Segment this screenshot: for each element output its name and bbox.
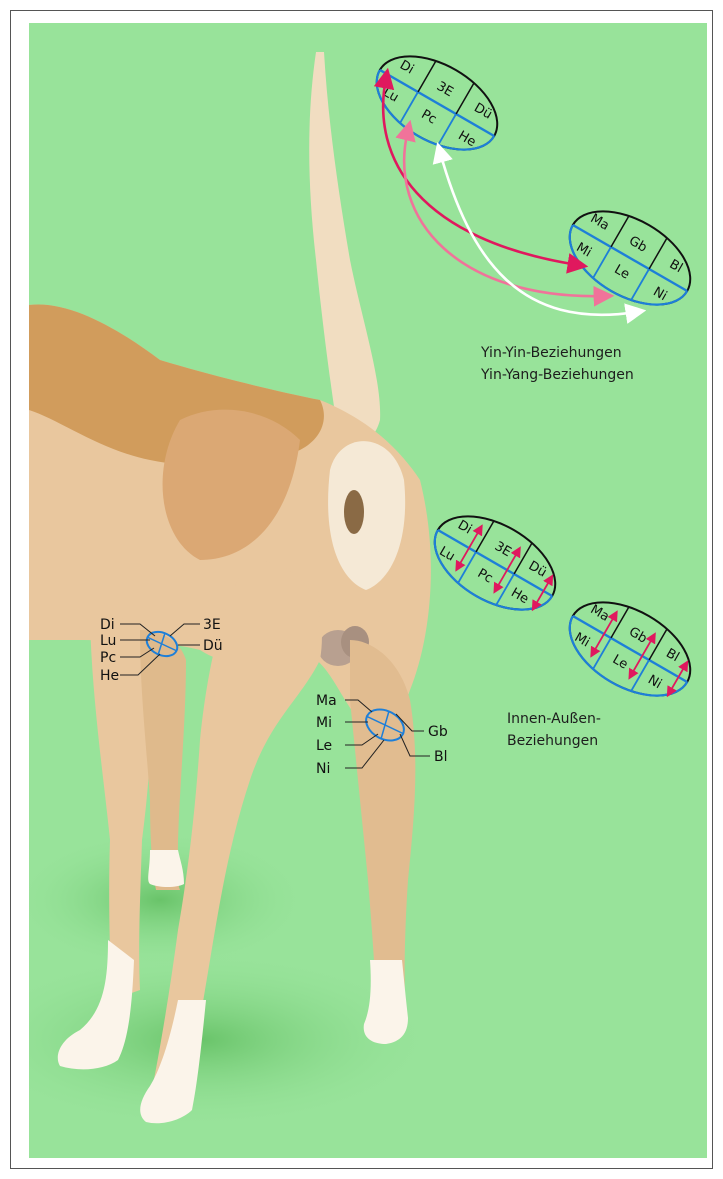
caption-innen-aussen-line1: Innen-Außen- <box>507 709 601 729</box>
label-gb: Gb <box>428 724 448 740</box>
top-oval1-3e: 3E <box>434 79 456 100</box>
top-oval2-ma: Ma <box>588 211 612 234</box>
mid-oval2-bl: Bl <box>663 646 681 665</box>
top-oval1-pc: Pc <box>419 107 439 127</box>
label-di: Di <box>100 617 115 633</box>
caption-yin-yin: Yin-Yin-Beziehungen <box>481 343 622 363</box>
top-oval2-ni: Ni <box>650 284 669 304</box>
label-bl: Bl <box>434 749 448 765</box>
mid-oval1-di: Di <box>455 518 474 538</box>
label-ma: Ma <box>316 693 337 709</box>
label-ni: Ni <box>316 761 330 777</box>
mid-oval1-du: Dü <box>526 559 549 581</box>
meridian-oval-hind-top: Ma Gb Bl Mi Le Ni <box>554 192 706 324</box>
top-oval1-he: He <box>455 128 478 150</box>
meridian-diagram: Di Lu Pc He 3E Dü Ma Mi Le Ni Gb Bl Di 3… <box>29 23 707 1158</box>
label-le: Le <box>316 738 332 754</box>
label-du: Dü <box>203 638 223 654</box>
label-mi: Mi <box>316 715 332 731</box>
top-oval2-le: Le <box>611 262 632 282</box>
figure-panel: Di Lu Pc He 3E Dü Ma Mi Le Ni Gb Bl Di 3… <box>29 23 707 1158</box>
label-lu: Lu <box>100 633 116 649</box>
top-oval2-bl: Bl <box>667 257 685 276</box>
label-he: He <box>100 668 119 684</box>
label-pc: Pc <box>100 650 116 666</box>
top-oval1-di: Di <box>397 58 416 78</box>
meridian-oval-front-inner-outer: Di 3E Dü Lu Pc He <box>419 497 571 629</box>
top-oval2-gb: Gb <box>626 233 649 255</box>
mid-oval2-gb: Gb <box>626 624 649 646</box>
mid-oval1-he: He <box>508 585 531 607</box>
arrow-pc-le <box>404 130 604 296</box>
mid-oval2-ni: Ni <box>645 672 664 692</box>
mid-oval2-ma: Ma <box>588 602 612 625</box>
meridian-oval-hind-inner-outer: Ma Gb Bl Mi Le Ni <box>554 583 706 715</box>
mid-oval1-pc: Pc <box>475 566 495 586</box>
mid-oval1-3e: 3E <box>492 539 514 560</box>
caption-innen-aussen-line2: Beziehungen <box>507 731 598 751</box>
mid-oval2-le: Le <box>610 652 631 672</box>
label-3e: 3E <box>203 617 221 633</box>
caption-yin-yang: Yin-Yang-Beziehungen <box>481 365 634 385</box>
